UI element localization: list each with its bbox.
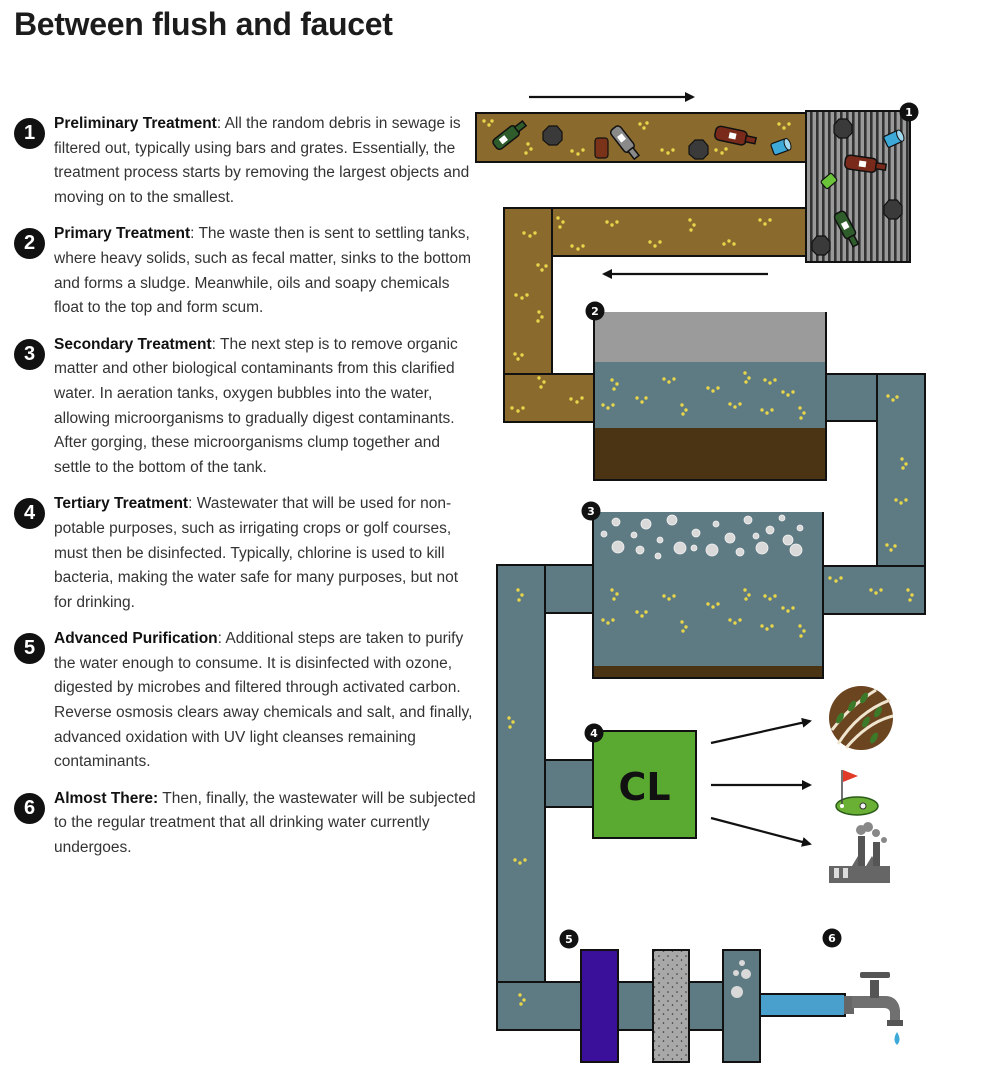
step-separator: : <box>188 495 193 513</box>
step-number-badge: 4 <box>14 498 45 530</box>
step-name: Almost There: <box>54 789 159 807</box>
chlorine-label: CL <box>618 765 670 809</box>
step-name: Advanced Purification <box>54 630 218 648</box>
step-description: Wastewater that will be used for non-pot… <box>54 495 459 611</box>
step-separator: : <box>217 630 222 648</box>
step-separator: : <box>216 115 222 132</box>
diagram-marker: 6 <box>828 932 836 945</box>
golf-course-icon <box>835 770 879 816</box>
carbon-filter <box>652 949 690 1063</box>
step-2: 2 Primary Treatment: The waste then is s… <box>14 222 476 320</box>
oxidation-unit <box>722 949 761 1063</box>
step-separator: : <box>211 335 216 353</box>
diagram-marker: 1 <box>905 106 913 119</box>
step-markers: 1 2 3 4 5 6 <box>559 102 919 949</box>
factory-icon <box>829 822 890 883</box>
diagram-marker: 2 <box>591 305 599 318</box>
step-1: 1 Preliminary Treatment: All the random … <box>14 112 476 210</box>
step-description: Additional steps are taken to purify the… <box>54 630 473 771</box>
step-name: Secondary Treatment <box>54 335 212 353</box>
diagram-marker: 4 <box>590 727 598 740</box>
purification-units <box>580 949 761 1063</box>
diagram-marker: 5 <box>565 933 573 946</box>
step-number-badge: 1 <box>14 118 45 149</box>
output-arrow-crops <box>710 717 812 745</box>
step-5: 5 Advanced Purification: Additional step… <box>14 627 476 775</box>
step-separator: : <box>190 225 195 243</box>
page-title: Between flush and faucet <box>14 6 393 42</box>
step-number-badge: 5 <box>14 633 45 665</box>
debris <box>482 119 792 413</box>
step-number-badge: 3 <box>14 338 45 370</box>
output-arrow-industry <box>710 816 812 847</box>
chlorine-tank: CL <box>592 730 697 839</box>
settling-tank <box>593 312 827 481</box>
step-number-badge: 2 <box>14 228 45 260</box>
step-description: Then, finally, the wastewater will be su… <box>54 789 476 857</box>
uv-unit <box>580 949 619 1063</box>
step-description: The next step is to remove organic matte… <box>54 335 458 476</box>
step-3: 3 Secondary Treatment: The next step is … <box>14 333 476 481</box>
step-description: All the random debris in sewage is filte… <box>54 115 470 206</box>
aeration-tank <box>592 512 824 679</box>
step-4: 4 Tertiary Treatment: Wastewater that wi… <box>14 492 476 615</box>
steps-list: 1 Preliminary Treatment: All the random … <box>14 112 476 873</box>
step-name: Tertiary Treatment <box>54 495 189 513</box>
faucet-icon <box>844 972 903 1045</box>
sewage-channel <box>475 112 807 423</box>
diagram-marker: 3 <box>587 505 595 518</box>
step-6: 6 Almost There: Then, finally, the waste… <box>14 787 476 861</box>
step-number-badge: 6 <box>14 792 45 824</box>
bar-screen <box>805 110 911 263</box>
step-description: The waste then is sent to settling tanks… <box>54 225 471 317</box>
crops-icon <box>829 686 894 750</box>
step-name: Primary Treatment <box>54 225 191 243</box>
step-name: Preliminary Treatment <box>54 115 217 132</box>
